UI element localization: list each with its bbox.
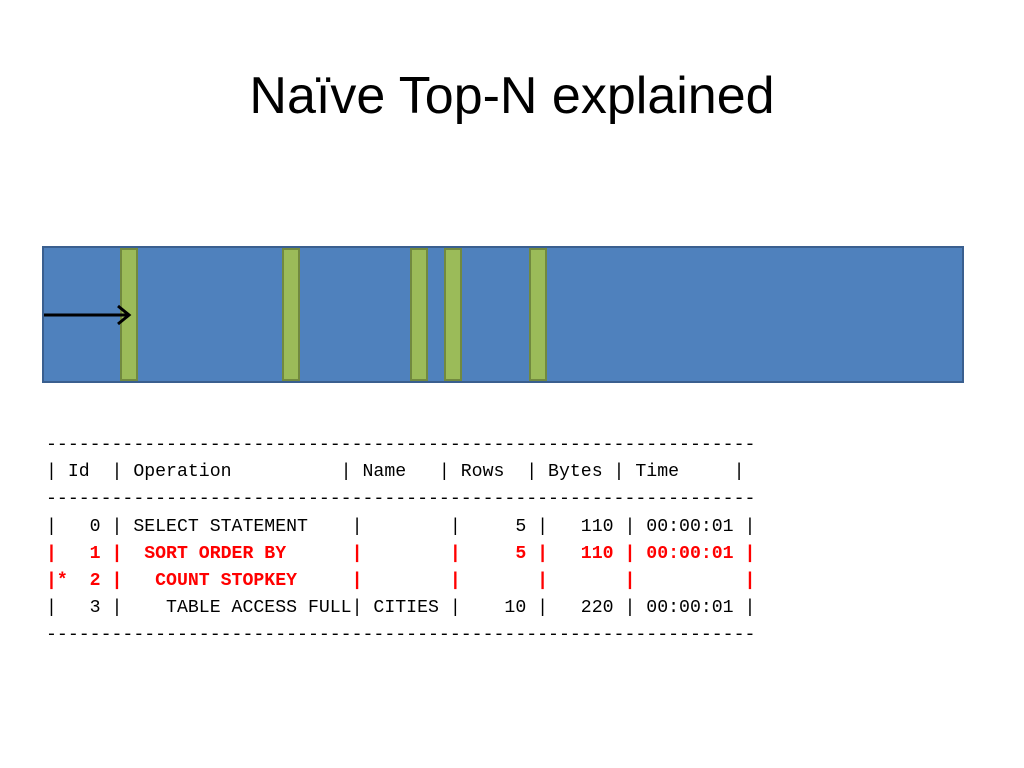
slide-title: Naïve Top-N explained [249,67,775,125]
matching-block-5 [529,248,547,381]
plan-row-table-access-full: | 3 | TABLE ACCESS FULL| CITIES | 10 | 2… [46,598,756,619]
plan-header-row: | Id | Operation | Name | Rows | Bytes |… [46,462,745,483]
table-blocks-bar [42,246,964,383]
plan-separator-header: ----------------------------------------… [46,489,756,510]
plan-separator-top: ----------------------------------------… [46,435,756,455]
plan-row-count-stopkey: |* 2 | COUNT STOPKEY | | | | | [46,570,756,591]
matching-block-2 [282,248,300,381]
scan-arrow-icon [44,304,132,326]
plan-separator-bottom: ----------------------------------------… [46,625,756,646]
execution-plan: ----------------------------------------… [46,432,755,650]
matching-block-3 [410,248,428,381]
plan-row-select-statement: | 0 | SELECT STATEMENT | | 5 | 110 | 00:… [46,516,756,537]
plan-row-sort-order-by: | 1 | SORT ORDER BY | | 5 | 110 | 00:00:… [46,543,756,564]
matching-block-4 [444,248,462,381]
